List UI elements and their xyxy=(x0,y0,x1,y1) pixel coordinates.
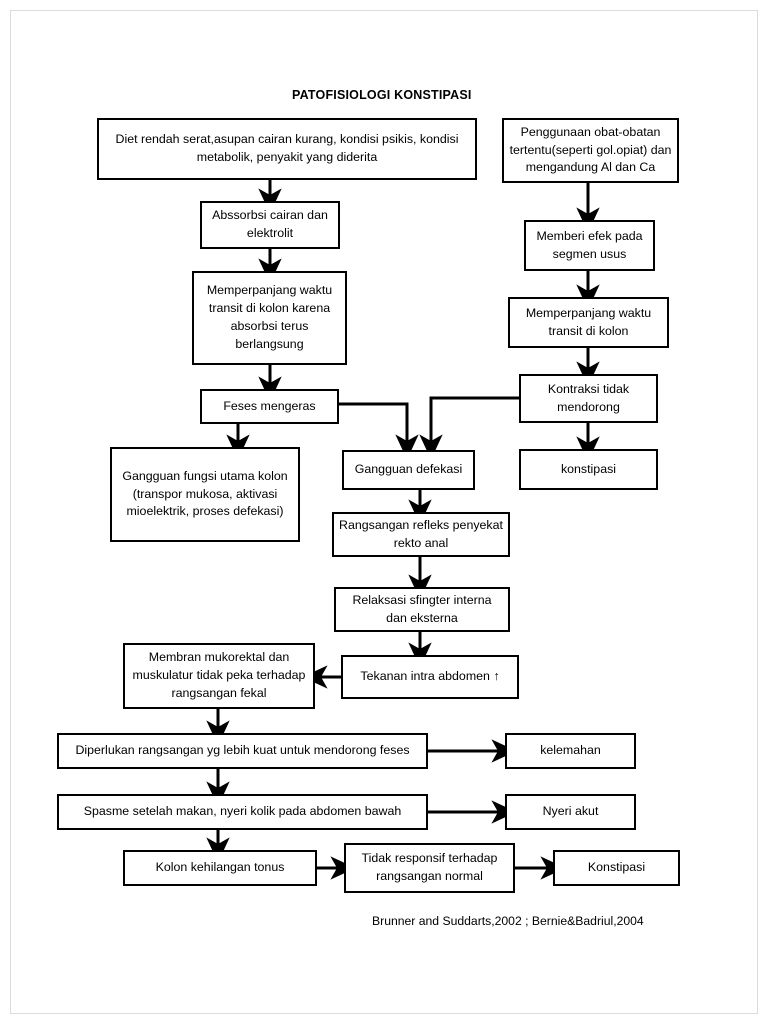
node-label: Diperlukan rangsangan yg lebih kuat untu… xyxy=(75,743,410,757)
page-frame xyxy=(10,10,758,1014)
node-label: Tidak responsif terhadap rangsangan norm… xyxy=(361,851,498,883)
node-label: Konstipasi xyxy=(587,860,646,874)
node-label: Tekanan intra abdomen ↑ xyxy=(360,669,500,683)
node-diperlukan-rangsangan[interactable]: Diperlukan rangsangan yg lebih kuat untu… xyxy=(57,733,428,769)
node-label: Diet rendah serat,asupan cairan kurang, … xyxy=(115,132,459,164)
node-kelemahan[interactable]: kelemahan xyxy=(505,733,636,769)
node-konstipasi-bawah[interactable]: Konstipasi xyxy=(553,850,680,886)
node-relaksasi-sfingter[interactable]: Relaksasi sfingter interna dan eksterna xyxy=(334,587,510,632)
node-kolon-kehilangan-tonus[interactable]: Kolon kehilangan tonus xyxy=(123,850,317,886)
node-rangsangan-refleks[interactable]: Rangsangan refleks penyekat rekto anal xyxy=(332,512,510,557)
page-title: PATOFISIOLOGI KONSTIPASI xyxy=(292,88,472,102)
node-gangguan-defekasi[interactable]: Gangguan defekasi xyxy=(342,450,475,490)
node-tekanan-intra-abdomen[interactable]: Tekanan intra abdomen ↑ xyxy=(341,655,519,699)
node-abssorbsi-cairan[interactable]: Abssorbsi cairan dan elektrolit xyxy=(200,201,340,249)
node-label: Rangsangan refleks penyekat rekto anal xyxy=(339,517,503,550)
node-label: Feses mengeras xyxy=(223,398,316,413)
node-label: Abssorbsi cairan dan elektrolit xyxy=(212,208,328,240)
node-label: Gangguan fungsi utama kolon (transpor mu… xyxy=(122,468,288,519)
node-membran-mukorektal[interactable]: Membran mukorektal dan muskulatur tidak … xyxy=(123,643,315,709)
node-label: konstipasi xyxy=(560,461,617,476)
node-nyeri-akut[interactable]: Nyeri akut xyxy=(505,794,636,830)
node-label: Gangguan defekasi xyxy=(354,462,463,476)
node-spasme-setelah-makan[interactable]: Spasme setelah makan, nyeri kolik pada a… xyxy=(57,794,428,830)
node-gangguan-fungsi-kolon[interactable]: Gangguan fungsi utama kolon (transpor mu… xyxy=(110,447,300,542)
node-tidak-responsif[interactable]: Tidak responsif terhadap rangsangan norm… xyxy=(344,843,515,893)
node-memperpanjang-waktu-kiri[interactable]: Memperpanjang waktu transit di kolon kar… xyxy=(192,271,347,365)
node-memperpanjang-waktu-kanan[interactable]: Memperpanjang waktu transit di kolon xyxy=(508,297,669,348)
node-label: Memperpanjang waktu transit di kolon xyxy=(525,305,652,338)
node-label: Memberi efek pada segmen usus xyxy=(536,228,643,261)
node-label: Penggunaan obat-obatan tertentu(seperti … xyxy=(509,124,672,175)
node-label: Nyeri akut xyxy=(542,804,599,818)
node-diet-rendah-serat[interactable]: Diet rendah serat,asupan cairan kurang, … xyxy=(97,118,477,180)
node-label: Membran mukorektal dan muskulatur tidak … xyxy=(132,650,306,700)
node-kontraksi-tidak-mendorong[interactable]: Kontraksi tidak mendorong xyxy=(519,374,658,423)
node-label: Relaksasi sfingter interna dan eksterna xyxy=(352,592,492,625)
node-label: Spasme setelah makan, nyeri kolik pada a… xyxy=(83,804,402,818)
node-label: Kontraksi tidak mendorong xyxy=(547,381,630,414)
node-label: Memperpanjang waktu transit di kolon kar… xyxy=(206,283,333,351)
node-konstipasi-kanan[interactable]: konstipasi xyxy=(519,449,658,490)
node-penggunaan-obat[interactable]: Penggunaan obat-obatan tertentu(seperti … xyxy=(502,118,679,183)
node-label: kelemahan xyxy=(540,743,601,757)
node-memberi-efek[interactable]: Memberi efek pada segmen usus xyxy=(524,220,655,271)
citation-text: Brunner and Suddarts,2002 ; Bernie&Badri… xyxy=(372,914,644,928)
node-feses-mengeras[interactable]: Feses mengeras xyxy=(200,389,339,424)
node-label: Kolon kehilangan tonus xyxy=(155,860,285,874)
